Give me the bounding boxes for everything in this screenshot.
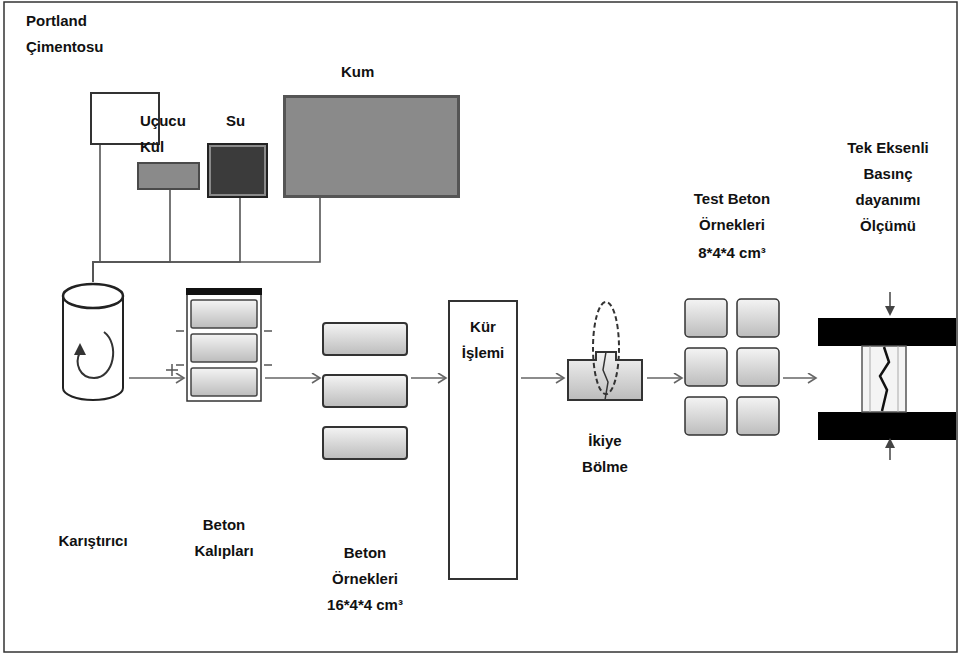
- drum-body: [63, 296, 123, 400]
- flow-connector: [521, 377, 564, 379]
- specimen-edge: [870, 346, 898, 412]
- material-box: Kum: [283, 95, 460, 198]
- node-label: Su: [226, 108, 276, 134]
- node-label: Beton Kalıpları: [184, 512, 264, 564]
- press-plate: [818, 412, 956, 440]
- flow-connector: [129, 377, 184, 379]
- frame-border: [4, 2, 957, 652]
- flow-connector: [93, 190, 170, 282]
- mixer-drum: Karıştırıcı: [60, 282, 126, 404]
- mixer-drum-figure: [60, 282, 126, 404]
- mold-tray: [191, 368, 257, 396]
- test-cube: [737, 348, 779, 386]
- test-specimens: Test Beton Örnekleri8*4*4 cm³: [684, 298, 780, 436]
- compression-press: Tek Eksenli Basınç dayanımı Ölçümü: [818, 290, 956, 462]
- test-specimens-figure: [684, 298, 780, 436]
- flow-connector: [93, 198, 320, 282]
- flow-connector: [93, 198, 240, 282]
- node-label: İkiye Bölme: [574, 428, 636, 480]
- test-specimen: [862, 346, 906, 412]
- press-plate: [818, 318, 956, 346]
- specimen-bar: [323, 375, 407, 407]
- node-label: 8*4*4 cm³: [672, 240, 792, 266]
- splitting-step-figure: [566, 300, 644, 402]
- mold-dash: [176, 331, 272, 365]
- specimen-bar: [323, 427, 407, 459]
- mold-frame: [187, 289, 261, 401]
- flow-connector: [647, 377, 682, 379]
- split-marker: [593, 302, 619, 394]
- node-label: Beton Örnekleri: [320, 540, 410, 592]
- concrete-specimens: Beton Örnekleri16*4*4 cm³: [322, 322, 408, 460]
- flow-connector: [265, 377, 320, 379]
- drum-top: [63, 284, 123, 308]
- test-cube: [737, 299, 779, 337]
- node-label: Portland Çimentosu: [26, 8, 136, 60]
- node-label: Kür İşlemi: [450, 302, 516, 366]
- concrete-specimens-figure: [322, 322, 408, 460]
- flow-connector: [411, 377, 446, 379]
- test-cube: [685, 348, 727, 386]
- node-label: Karıştırıcı: [28, 528, 158, 554]
- plus-mark: [166, 364, 178, 376]
- load-arrow-head: [885, 438, 895, 448]
- node-label: 16*4*4 cm³: [305, 592, 425, 618]
- specimen-bar: [323, 323, 407, 355]
- test-cube: [685, 397, 727, 435]
- concrete-molds: Beton Kalıpları: [186, 288, 262, 402]
- compression-press-figure: [818, 290, 956, 462]
- crack-line: [880, 347, 889, 411]
- test-cube: [737, 397, 779, 435]
- mold-top-bar: [186, 288, 262, 295]
- test-cube: [685, 299, 727, 337]
- material-box: Su: [207, 143, 268, 198]
- node-label: Tek Eksenli Basınç dayanımı Ölçümü: [836, 135, 940, 239]
- node-label: Test Beton Örnekleri: [686, 186, 778, 238]
- node-label: Uçucu Kül: [140, 108, 204, 160]
- specimen-block: [568, 352, 642, 400]
- splitting-step: İkiye Bölme: [566, 300, 644, 402]
- load-arrow-head: [885, 306, 895, 316]
- curing-box: Kür İşlemi: [448, 300, 518, 580]
- mold-tray: [191, 334, 257, 362]
- concrete-molds-figure: [186, 288, 262, 402]
- flow-connector: [783, 377, 816, 379]
- rotation-arrow-head: [74, 343, 86, 355]
- mold-tray: [191, 300, 257, 328]
- material-box: Uçucu Kül: [137, 162, 200, 190]
- node-label: Kum: [341, 59, 431, 85]
